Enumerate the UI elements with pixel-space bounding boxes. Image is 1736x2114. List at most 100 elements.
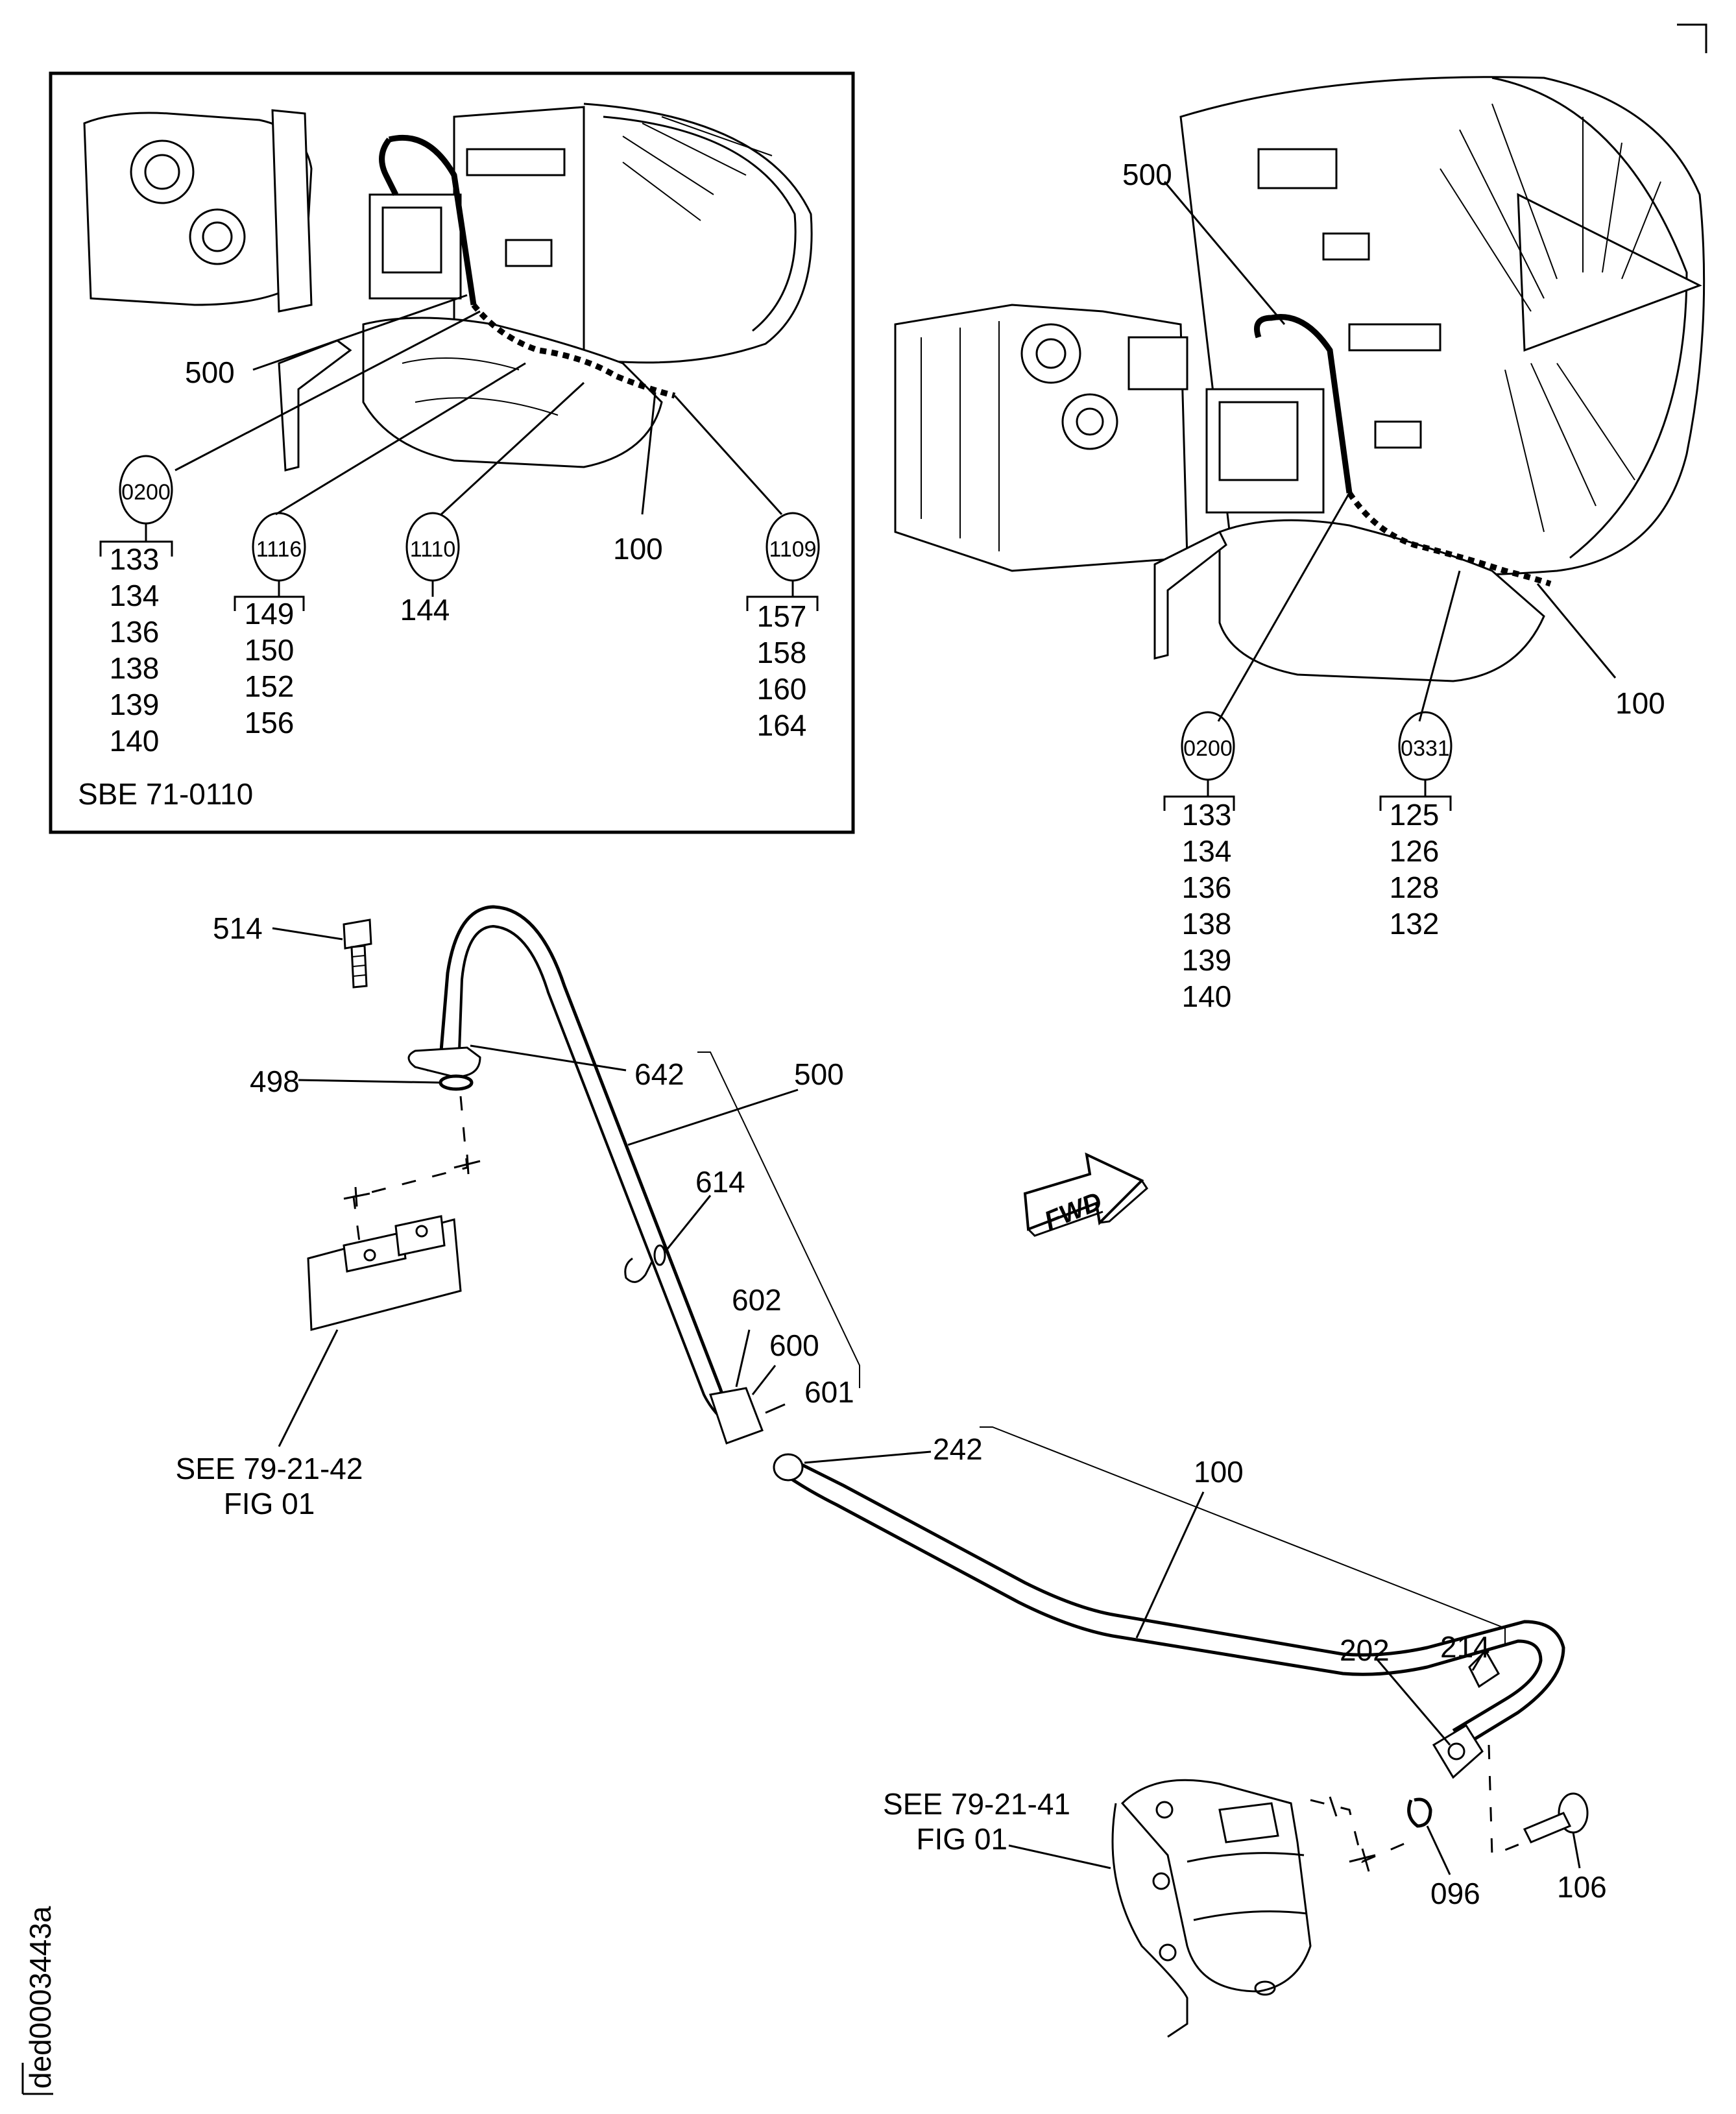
inset-leader-0200 [175,310,481,472]
engine-drawing [894,76,1706,682]
label-602: 602 [732,1283,782,1317]
leader-500 [627,1088,799,1146]
starter-79-21-41 [1111,1779,1312,2038]
leader-100-main [1536,583,1617,679]
svg-text:0331: 0331 [1401,736,1450,761]
svg-text:160: 160 [757,672,807,706]
svg-text:133: 133 [1182,798,1232,832]
leader-214 [1471,1653,1484,1671]
leader-601 [765,1403,786,1414]
svg-text:1116: 1116 [256,537,302,562]
inset-leader-1110 [440,381,585,516]
svg-text:126: 126 [1390,834,1440,868]
reference-79-21-41: SEE 79-21-41 FIG 01 [883,1787,1070,1856]
leader-614 [664,1195,712,1253]
mount-pad-79-21-42 [307,1215,462,1331]
svg-text:139: 139 [1182,943,1232,977]
inset-label-500: 500 [185,355,235,389]
inset-callout-1109: 1109 157 158 160 164 [746,512,820,742]
leader-100 [1135,1491,1205,1639]
leader-0331-main [1418,570,1461,722]
label-106: 106 [1557,1870,1607,1904]
svg-text:134: 134 [110,579,160,612]
figure-id: ded0003443a [21,1906,57,2095]
main-callout-0331: 0331 125 126 128 132 [1379,711,1453,941]
inset-leader-100 [641,392,657,515]
tube-100 [773,1453,1565,1779]
exploded-view: FWD 514 498 642 500 614 602 600 601 242 … [176,905,1607,2038]
inset-callout-1116: 1116 149 150 152 156 [234,512,306,739]
reference-79-21-42-line1: SEE 79-21-42 [176,1452,363,1485]
svg-text:149: 149 [245,597,295,631]
svg-text:152: 152 [245,669,295,703]
leader-79-21-42 [278,1329,339,1447]
label-514: 514 [213,911,263,945]
label-202: 202 [1340,1633,1390,1667]
svg-text:134: 134 [1182,834,1232,868]
reference-79-21-41-line2: FIG 01 [916,1822,1007,1856]
leader-0200-main [1217,492,1351,722]
reference-79-21-41-line1: SEE 79-21-41 [883,1787,1070,1821]
figure-id-label: ded0003443a [23,1906,57,2089]
inset-detail: 500 100 0200 133 134 136 138 139 140 111… [49,71,855,834]
svg-text:125: 125 [1390,798,1440,832]
leader-602 [735,1329,751,1387]
label-642: 642 [634,1057,684,1091]
reference-79-21-42: SEE 79-21-42 FIG 01 [176,1452,363,1520]
fitting-600 [709,1387,764,1445]
leader-242 [804,1450,932,1464]
flange-202 [1432,1724,1484,1779]
washer-498 [439,1074,474,1091]
inset-callout-1110: 1110 144 [400,512,460,627]
leader-498 [298,1079,442,1084]
bolt-106 [1523,1792,1589,1844]
svg-text:138: 138 [1182,907,1232,941]
main-label-100: 100 [1615,686,1665,720]
svg-text:157: 157 [757,599,807,633]
inset-leader-500 [252,294,468,371]
label-242: 242 [933,1432,983,1466]
svg-text:0200: 0200 [121,480,171,505]
main-callout-0200: 0200 133 134 136 138 139 140 [1163,711,1235,1013]
svg-text:140: 140 [110,724,160,758]
svg-text:0200: 0200 [1183,736,1233,761]
svg-text:139: 139 [110,688,160,721]
engine-view: 500 100 0200 133 134 136 138 139 140 033… [894,76,1706,1013]
inset-note: SBE 71-0110 [78,777,253,811]
svg-text:136: 136 [1182,871,1232,904]
tube-500 [407,905,764,1445]
leader-202 [1374,1657,1451,1746]
label-100: 100 [1194,1455,1244,1489]
inset-frame [49,71,855,834]
leader-106 [1572,1832,1581,1869]
label-601: 601 [804,1375,854,1409]
bracket-500-group [697,1051,860,1388]
label-214: 214 [1440,1630,1490,1664]
corner-crop-mark [1677,23,1707,53]
inset-engine-drawing [83,102,813,472]
bracket-100-group [980,1426,1506,1644]
label-500: 500 [794,1057,844,1091]
seal-096 [1407,1797,1432,1828]
clip-614 [624,1257,653,1283]
leader-500-main [1163,181,1286,325]
reference-79-21-42-line2: FIG 01 [224,1487,315,1520]
label-614: 614 [695,1165,745,1199]
svg-text:144: 144 [400,593,450,627]
svg-text:150: 150 [245,633,295,667]
svg-text:128: 128 [1390,871,1440,904]
leader-79-21-41 [1008,1844,1111,1869]
assembly-centerline-lower-left [1310,1799,1408,1864]
label-498: 498 [250,1064,300,1098]
svg-text:158: 158 [757,636,807,669]
leader-096 [1426,1825,1451,1875]
label-600: 600 [769,1328,819,1362]
assembly-centerline-lower-right [1488,1744,1525,1857]
svg-text:140: 140 [1182,979,1232,1013]
assembly-centerline-upper [352,1096,468,1272]
inset-leader-1116 [275,362,526,516]
svg-text:132: 132 [1390,907,1440,941]
inset-leader-1109 [673,394,783,516]
svg-text:156: 156 [245,706,295,739]
